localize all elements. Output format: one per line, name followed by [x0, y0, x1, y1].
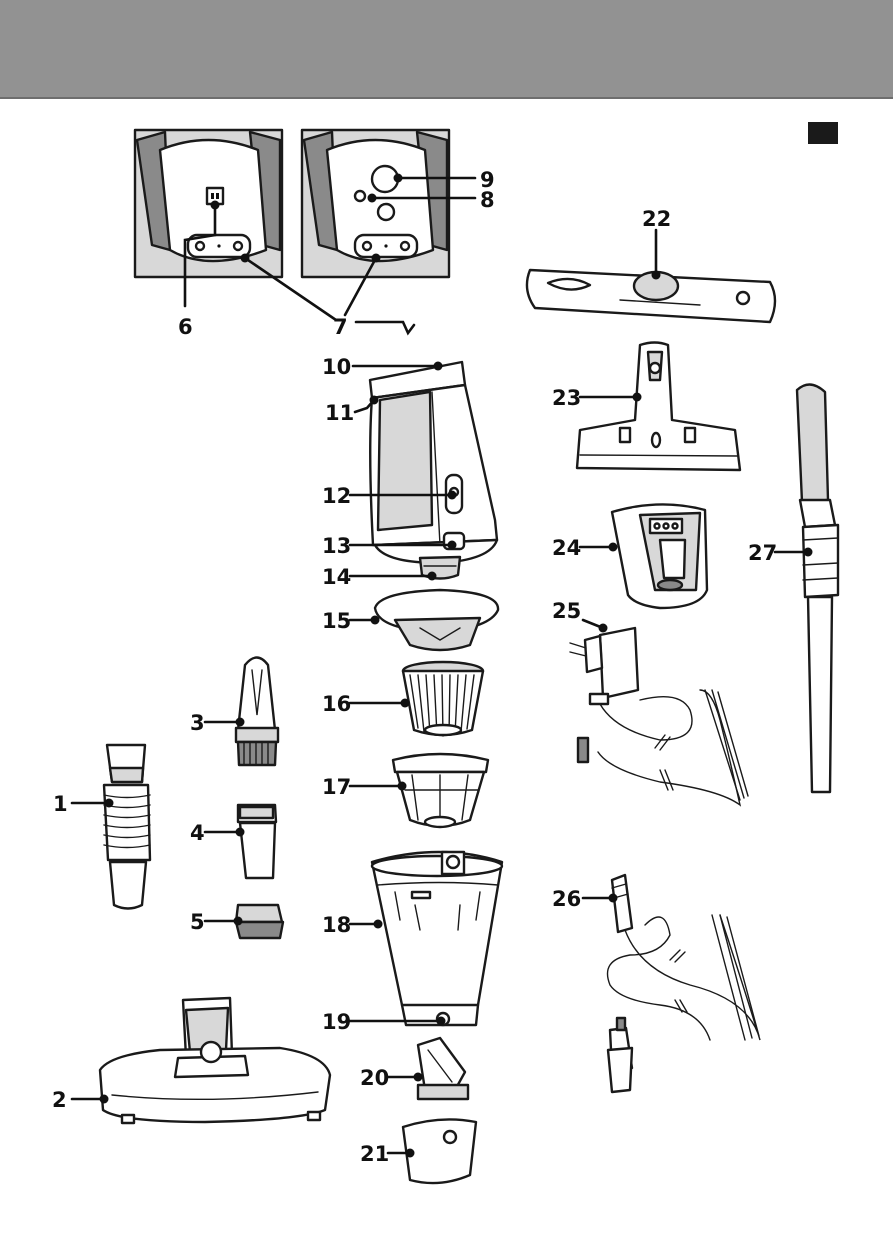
inset-panel-left [135, 130, 282, 277]
extension-tube-part [797, 384, 838, 792]
filter-holder-part [393, 754, 488, 827]
nozzle-adaptor-part [418, 1038, 468, 1099]
pleated-filter-part [403, 662, 483, 736]
callout-1: 1 [53, 792, 68, 816]
callout-18: 18 [322, 913, 351, 937]
charging-base-part [612, 504, 707, 608]
crevice-brush-part [236, 658, 278, 766]
callout-5: 5 [190, 910, 205, 934]
dust-container-part [372, 852, 502, 1025]
callout-25: 25 [552, 599, 581, 623]
callout-20: 20 [360, 1066, 389, 1090]
bracket-tube-part [527, 270, 775, 322]
callout-27: 27 [748, 541, 777, 565]
crevice-tool-part [238, 805, 276, 878]
callout-21: 21 [360, 1142, 389, 1166]
flexible-nozzle-part [104, 745, 150, 909]
callout-26: 26 [552, 887, 581, 911]
callout-9: 9 [480, 168, 495, 192]
callout-24: 24 [552, 536, 581, 560]
callout-12: 12 [322, 484, 351, 508]
callout-15: 15 [322, 609, 351, 633]
callout-3: 3 [190, 711, 205, 735]
callout-19: 19 [322, 1010, 351, 1034]
wall-mount-part [577, 343, 740, 471]
callout-17: 17 [322, 775, 351, 799]
callout-13: 13 [322, 534, 351, 558]
filter-lid-part [375, 590, 498, 650]
callout-6: 6 [178, 315, 193, 339]
callout-22: 22 [642, 207, 671, 231]
callout-23: 23 [552, 386, 581, 410]
callout-4: 4 [190, 821, 205, 845]
callout-2: 2 [52, 1088, 67, 1112]
dusting-brush-part [236, 905, 283, 938]
callout-7: 7 [333, 315, 348, 339]
callout-14: 14 [322, 565, 351, 589]
floor-nozzle-part [100, 998, 330, 1123]
callout-16: 16 [322, 692, 351, 716]
car-charger-part [608, 875, 761, 1092]
callout-10: 10 [322, 355, 351, 379]
mains-adapter-part [570, 628, 748, 805]
callout-11: 11 [325, 401, 354, 425]
